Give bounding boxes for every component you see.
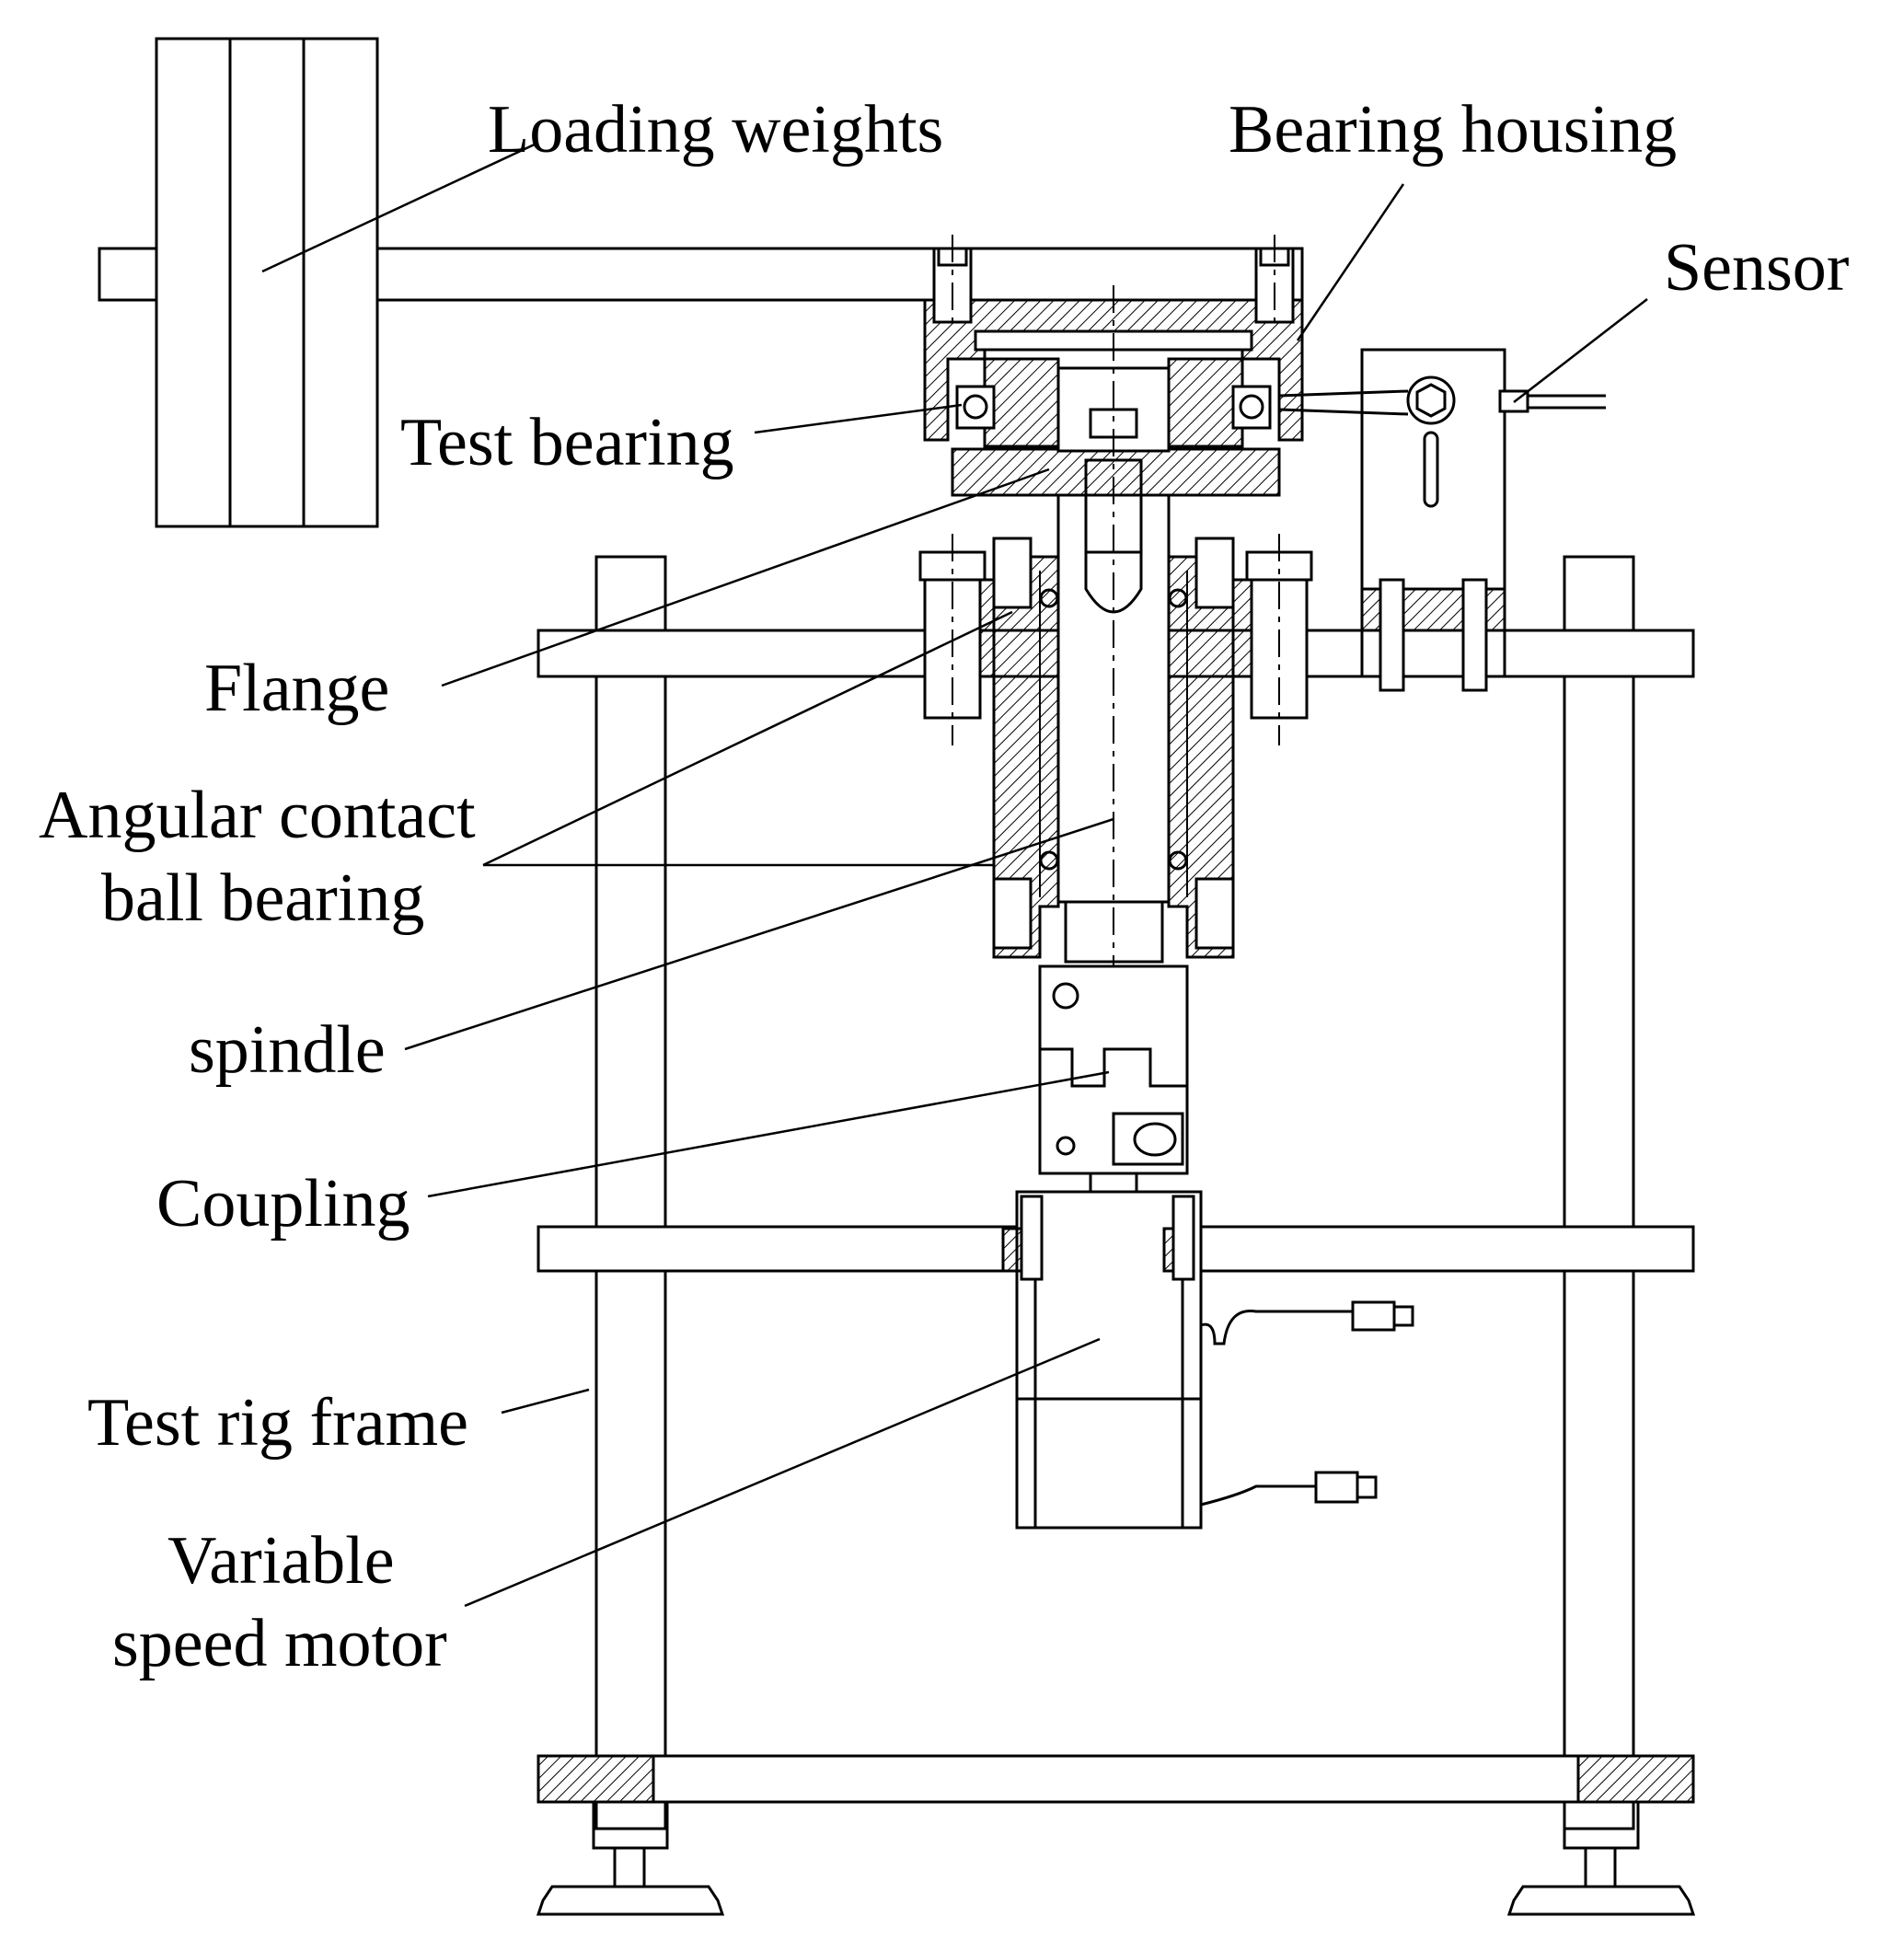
label-test-bearing: Test bearing bbox=[400, 405, 734, 480]
label-sensor: Sensor bbox=[1664, 230, 1849, 306]
test-bearing bbox=[955, 357, 1272, 448]
label-motor-line2: speed motor bbox=[112, 1606, 447, 1681]
label-flange: Flange bbox=[204, 651, 389, 726]
sensor bbox=[1278, 348, 1606, 692]
label-spindle: spindle bbox=[189, 1012, 386, 1088]
loading-arm bbox=[375, 247, 1304, 302]
spindle bbox=[1056, 285, 1171, 1003]
label-angular-contact-line1: Angular contact bbox=[39, 778, 476, 853]
label-coupling: Coupling bbox=[156, 1166, 410, 1241]
leader-lines bbox=[261, 141, 1648, 1608]
label-angular-contact-line2: ball bearing bbox=[101, 860, 424, 936]
loading-weights bbox=[98, 37, 379, 528]
label-motor-line1: Variable bbox=[167, 1523, 395, 1599]
coupling bbox=[1038, 964, 1189, 1195]
label-loading-weights: Loading weights bbox=[488, 92, 943, 167]
label-bearing-housing: Bearing housing bbox=[1229, 92, 1677, 167]
label-test-rig-frame: Test rig frame bbox=[87, 1385, 468, 1461]
